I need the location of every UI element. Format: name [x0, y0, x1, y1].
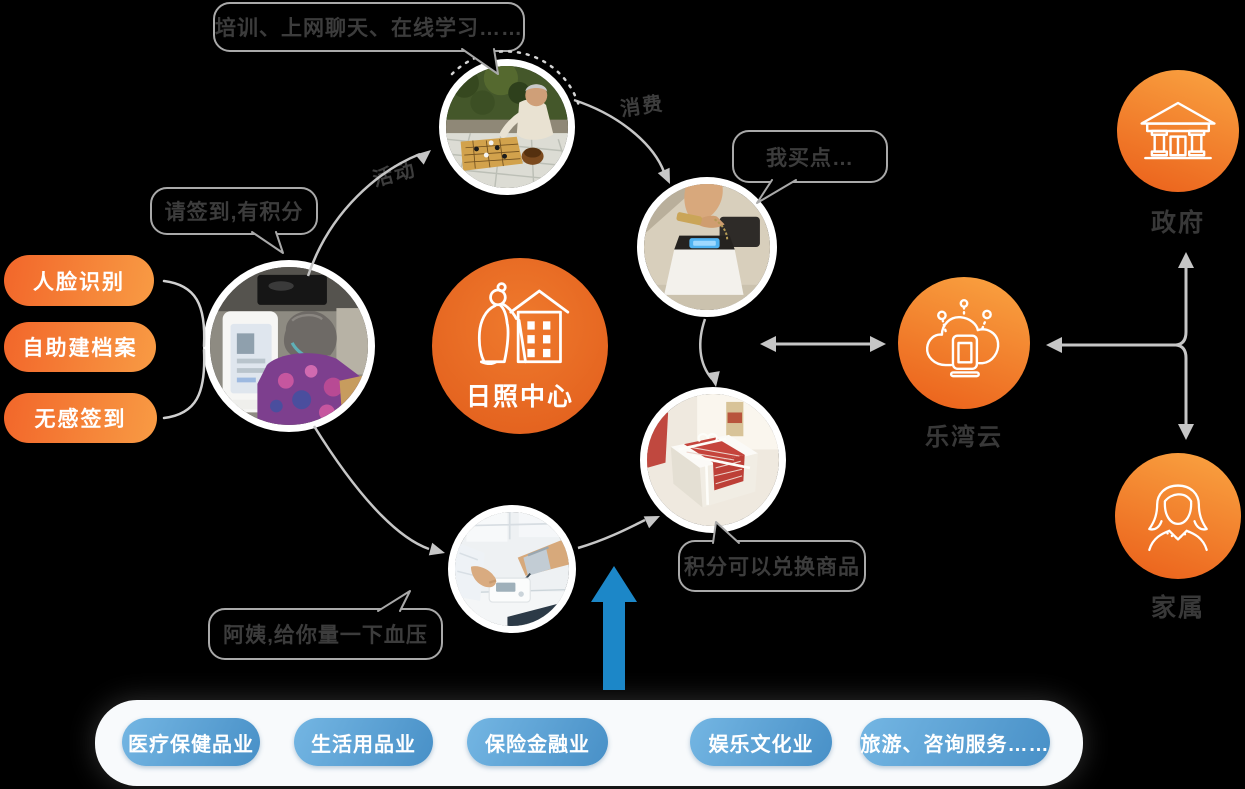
arrowhead [428, 542, 445, 556]
bubble-checkin-text: 请签到,有积分 [164, 201, 304, 224]
cloud-node [898, 277, 1030, 409]
blood-pressure-scene [455, 512, 569, 626]
bubble-checkin: 请签到,有积分 [150, 187, 318, 235]
payment-scene [644, 184, 770, 310]
fork-gov-family [1046, 252, 1194, 440]
bubble-points-text: 积分可以兑换商品 [684, 556, 860, 579]
bubble-points: 积分可以兑换商品 [678, 540, 866, 592]
bubble-buy: 我买点… [732, 130, 888, 183]
bubble-blood-pressure: 阿姨,给你量一下血压 [208, 608, 443, 660]
feature-pill-label: 无感签到 [34, 408, 127, 431]
bubble-training-text: 培训、上网聊天、在线学习…… [215, 17, 523, 40]
bubble-blood-pressure-text: 阿姨,给你量一下血压 [223, 624, 428, 647]
industry-pill-label: 医疗保健品业 [128, 733, 254, 756]
industry-pill-travel-consulting: 旅游、咨询服务…… [860, 718, 1050, 766]
industry-pill-label: 娱乐文化业 [708, 733, 814, 756]
industry-pill-label: 生活用品业 [311, 733, 416, 756]
bubble-tail-checkin [251, 231, 284, 254]
government-node-label: 政府 [1150, 209, 1205, 237]
photo-elderly-playing-go [439, 59, 575, 195]
gift-scene [647, 394, 779, 526]
elder-building-icon [477, 282, 570, 366]
family-node [1115, 453, 1241, 579]
feature-pill-face-recognition: 人脸识别 [4, 255, 154, 306]
blue-up-arrow [591, 566, 637, 690]
pills-brace [162, 279, 206, 420]
industry-pill-daily-goods: 生活用品业 [294, 718, 433, 766]
industry-pill-label: 旅游、咨询服务…… [860, 733, 1050, 756]
face-checkin-scene [210, 267, 368, 425]
arrow-payment-to-gift [699, 318, 713, 380]
photo-gift-box [640, 387, 786, 533]
family-woman-icon [1148, 484, 1208, 552]
go-scene [446, 66, 568, 188]
arrowhead [643, 516, 660, 529]
photo-scanning-payment [637, 177, 777, 317]
center-node-label: 日照中心 [465, 383, 574, 411]
feature-pill-self-archive: 自助建档案 [4, 322, 156, 372]
photo-face-recognition-checkin [203, 260, 375, 432]
family-node-label: 家属 [1150, 594, 1205, 622]
arrowhead [415, 150, 431, 165]
bubble-training: 培训、上网聊天、在线学习…… [213, 2, 525, 52]
arrow-bp-to-gift [577, 518, 646, 550]
government-building-icon [1140, 101, 1216, 160]
cloud-iot-icon [926, 299, 1000, 378]
flow-label-consume: 消费 [619, 93, 666, 121]
government-node [1117, 70, 1239, 192]
flow-label-activity: 活动 [370, 158, 419, 192]
industry-pill-insurance-finance: 保险金融业 [467, 718, 608, 766]
arrowhead [707, 371, 720, 387]
industry-pill-medical: 医疗保健品业 [122, 718, 260, 766]
bubble-tail-buy [756, 179, 797, 204]
feature-pill-label: 自助建档案 [22, 337, 138, 360]
arrow-face-to-bp [312, 425, 430, 551]
feature-pill-seamless-checkin: 无感签到 [4, 393, 157, 443]
cloud-node-label: 乐湾云 [925, 424, 1003, 451]
day-care-center-node: 日照中心 [432, 258, 608, 434]
double-arrow-cloud [760, 336, 886, 352]
industry-pill-label: 保险金融业 [485, 733, 590, 756]
photo-blood-pressure [448, 505, 576, 633]
feature-pill-label: 人脸识别 [33, 270, 125, 294]
industry-pill-entertainment: 娱乐文化业 [690, 718, 832, 766]
bubble-buy-text: 我买点… [766, 146, 854, 170]
arrowhead [657, 167, 670, 184]
